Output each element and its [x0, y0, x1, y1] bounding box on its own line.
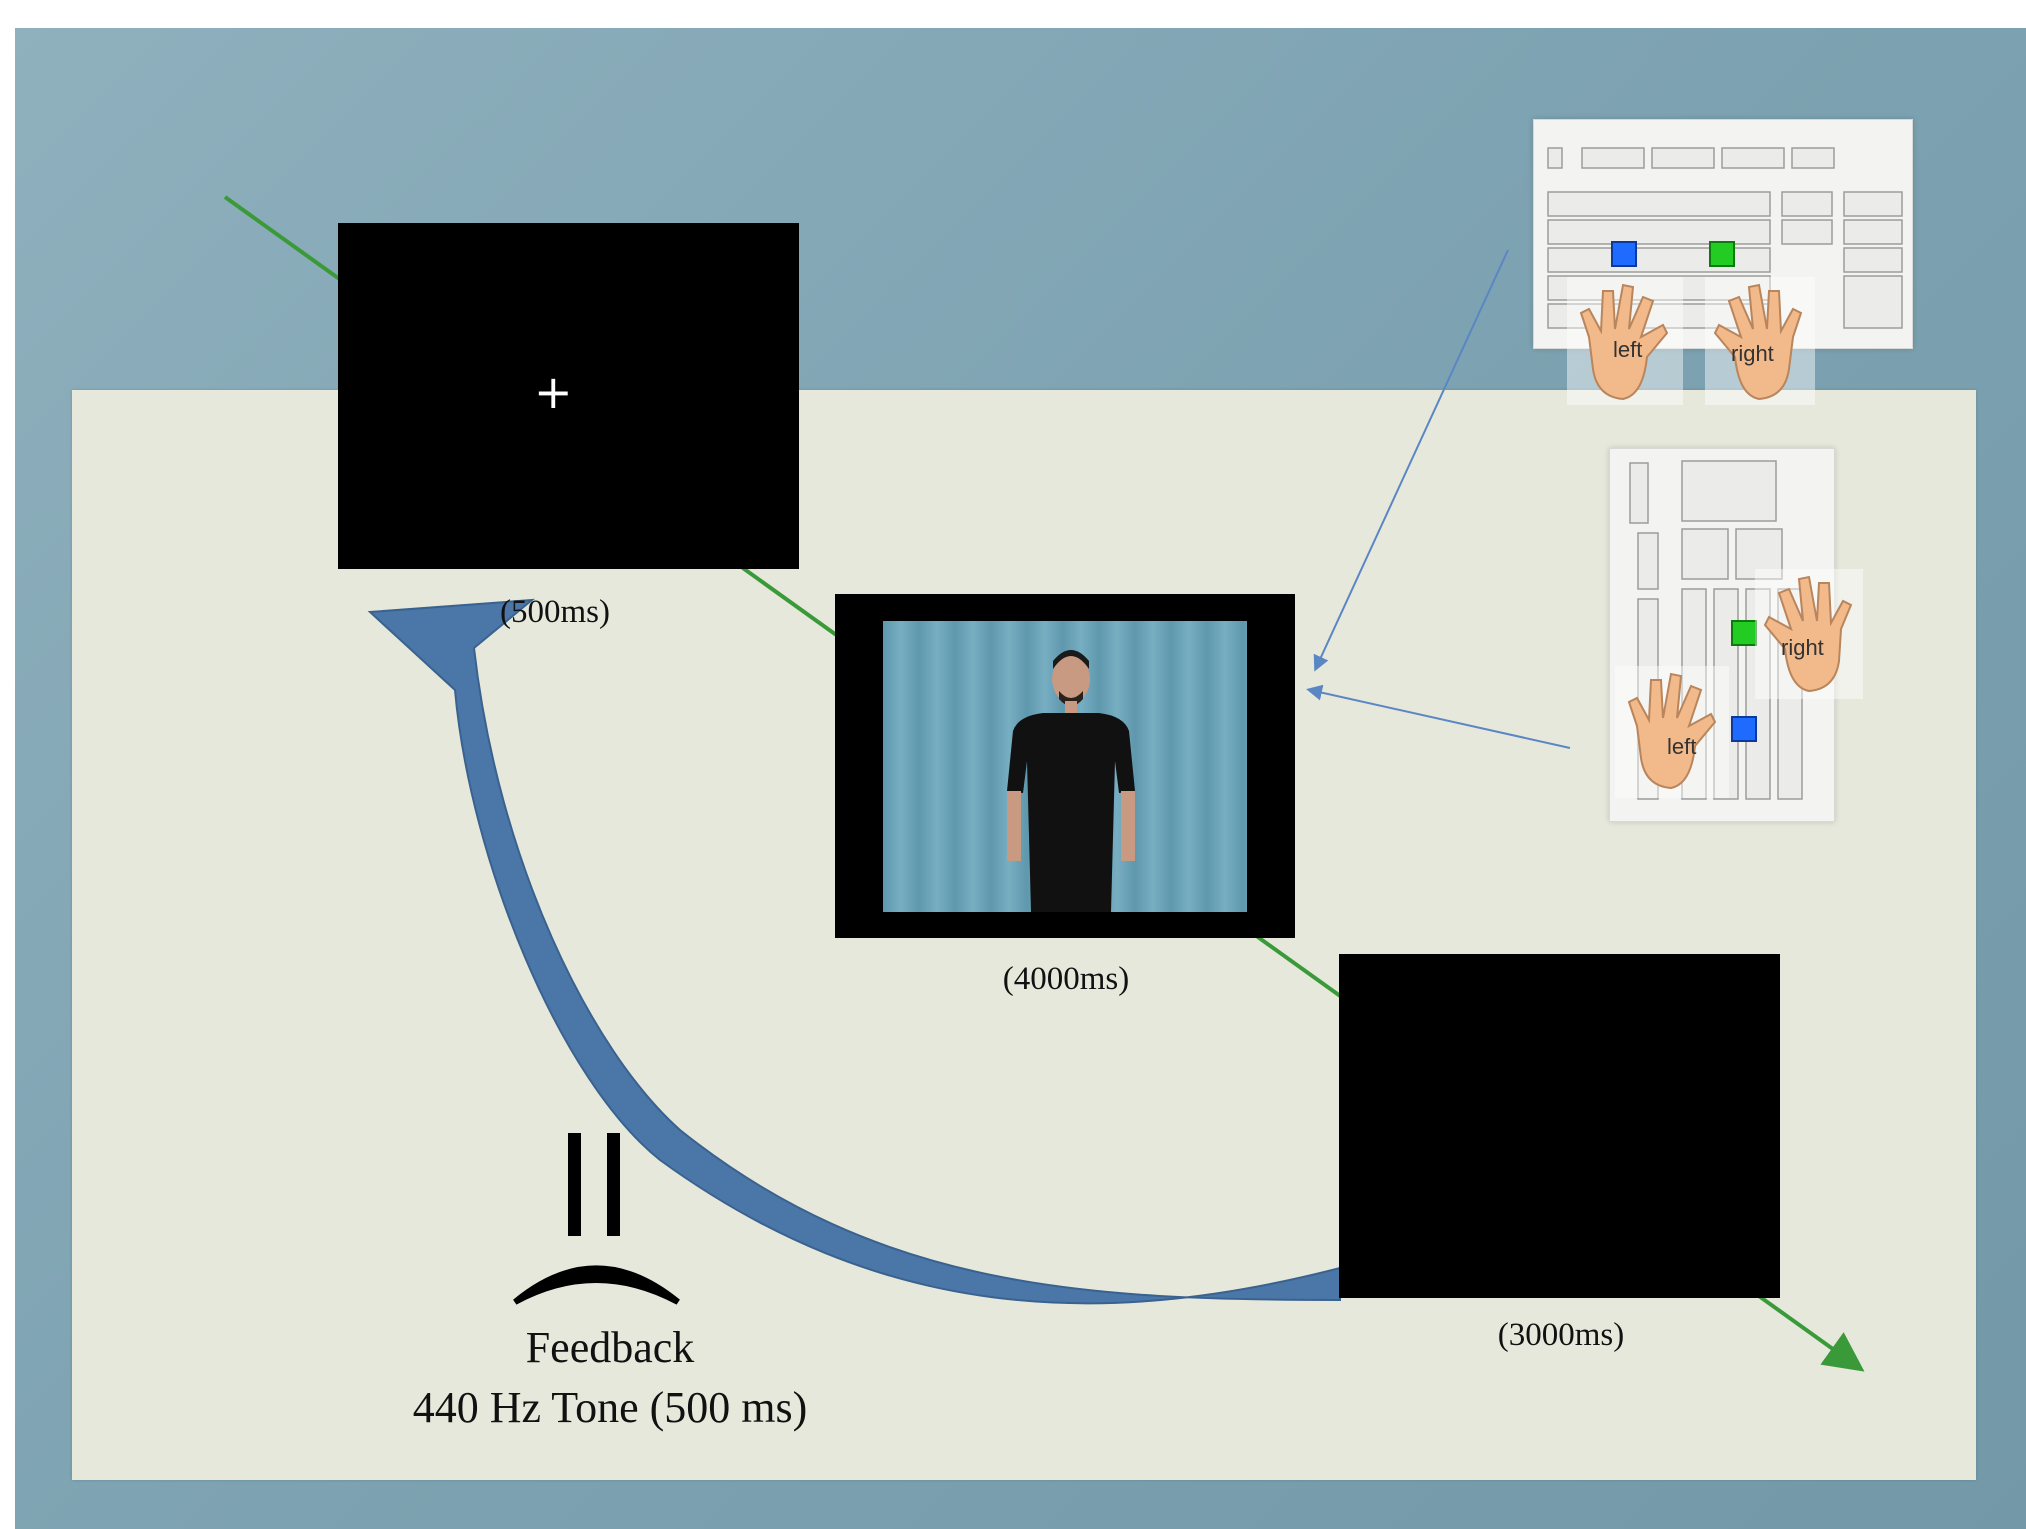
fixation-screen: + — [338, 223, 799, 569]
left-hand-top: left — [1567, 277, 1683, 405]
video-screen — [835, 594, 1295, 938]
hand-icon — [1579, 283, 1669, 401]
right-response-key — [1709, 241, 1735, 267]
blank-duration-label: (3000ms) — [1497, 1317, 1625, 1353]
keyboard-horizontal — [1533, 119, 1913, 349]
right-hand-label: right — [1731, 341, 1774, 366]
right-response-key — [1731, 620, 1757, 646]
right-hand-side: right — [1755, 569, 1863, 699]
left-response-key — [1731, 716, 1757, 742]
blank-screen — [1339, 954, 1780, 1298]
fixation-cross: + — [534, 365, 573, 419]
right-hand-label: right — [1781, 635, 1824, 660]
left-response-key — [1611, 241, 1637, 267]
hand-icon — [1763, 575, 1853, 693]
feedback-title: Feedback — [525, 1323, 695, 1372]
keyboard-keys — [1547, 147, 1903, 329]
hand-icon — [1627, 672, 1717, 790]
pointer-line-top — [1313, 249, 1509, 672]
video-duration-label: (4000ms) — [1002, 961, 1130, 997]
signer-figure — [1007, 650, 1135, 912]
left-hand-label: left — [1613, 337, 1643, 362]
feedback-tone: 440 Hz Tone (500 ms) — [412, 1383, 808, 1432]
hand-icon — [1713, 283, 1803, 401]
video-frame — [883, 621, 1247, 912]
feedback-cycle-arrow — [367, 598, 1341, 1305]
pointer-line-side — [1306, 684, 1571, 749]
right-hand-top: right — [1705, 277, 1815, 405]
feedback-caption: Feedback 440 Hz Tone (500 ms) — [360, 1318, 860, 1438]
left-hand-side: left — [1615, 666, 1729, 798]
fixation-duration-label: (500ms) — [500, 594, 610, 630]
left-hand-label: left — [1667, 734, 1697, 759]
